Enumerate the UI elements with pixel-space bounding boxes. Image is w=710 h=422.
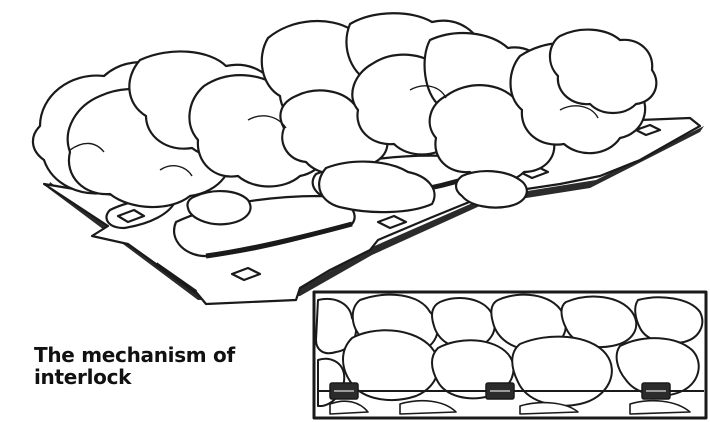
aggregate-stone [187,191,250,224]
cross-section-inset [314,292,706,418]
diagram-caption: The mechanism of interlock [34,344,235,388]
caption-line-2: interlock [34,366,235,388]
caption-line-1: The mechanism of [34,344,235,366]
geogrid-isometric-view [33,13,704,304]
